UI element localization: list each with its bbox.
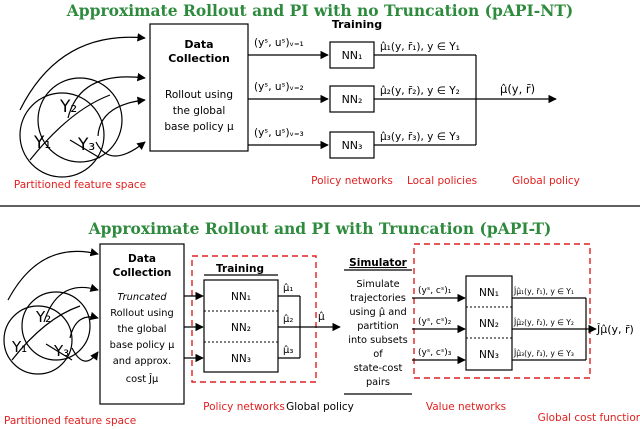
value-network-region	[413, 243, 591, 379]
top-data-collection-box	[149, 23, 249, 152]
simulator-body-2: trajectories	[350, 293, 406, 304]
bottom-training-label: Training	[216, 263, 264, 275]
top-caption-local-policies: Local policies	[407, 175, 477, 187]
value-nn-stack	[465, 275, 513, 371]
bottom-region-y3: Y₃	[53, 342, 69, 360]
bottom-policy-output-2: μ̂₂	[283, 313, 293, 325]
bottom-nn-2: NN₂	[231, 322, 251, 334]
top-training-label: Training	[332, 18, 382, 31]
value-output-3: Ĵμ̂₃(y, r̄₃), y ∈ Y₃	[513, 349, 574, 358]
simulator-heading: Simulator	[349, 257, 407, 269]
value-nn-1: NN₁	[479, 287, 499, 299]
bottom-caption-global-cost: Global cost function	[538, 412, 640, 424]
bottom-nn-3: NN₃	[231, 353, 251, 365]
bottom-title: Approximate Rollout and PI with Truncati…	[88, 219, 552, 238]
top-dc-body-2: the global	[173, 105, 226, 117]
bottom-policy-nn-stack	[203, 279, 279, 373]
bottom-dc-heading-2: Collection	[113, 267, 172, 279]
simulator-body-3: using μ̂ and	[349, 306, 406, 318]
bottom-dc-body-5: and approx.	[113, 356, 171, 367]
top-nn-3-box	[329, 131, 375, 159]
bottom-dc-body-3: the global	[117, 324, 166, 335]
global-cost-expr: Ĵμ̂(y, r̄)	[596, 323, 634, 336]
cost-sample-3: (yˢ, cˢ)₃	[418, 348, 452, 358]
bottom-region-y1: Y₁	[11, 338, 27, 356]
bottom-feature-space: Y₁ Y₂ Y₃	[3, 248, 99, 375]
value-nn-2: NN₂	[479, 318, 499, 330]
bottom-policy-output-3: μ̂₃	[283, 344, 293, 356]
top-dc-heading-1: Data	[184, 38, 213, 51]
top-sample-3: (yˢ, uˢ)ᵥ₌₃	[254, 127, 304, 139]
top-region-y1: Y₁	[33, 133, 51, 153]
top-nn-2-box	[329, 85, 375, 113]
bottom-dc-body-1: Truncated	[117, 292, 167, 303]
simulator-body-4: partition	[357, 321, 399, 332]
top-sample-1: (yˢ, uˢ)ᵥ₌₁	[254, 37, 304, 49]
bottom-caption-policy-networks: Policy networks	[203, 401, 285, 413]
cost-sample-1: (yˢ, cˢ)₁	[418, 286, 452, 296]
top-dc-body-3: base policy μ	[164, 121, 234, 133]
top-global-policy-expr: μ̂(y, r̄)	[500, 82, 535, 96]
bottom-training-region	[191, 255, 317, 383]
top-dc-body-1: Rollout using	[165, 89, 233, 101]
bottom-data-collection-box	[99, 243, 185, 405]
bottom-caption-global-policy: Global policy	[286, 401, 354, 413]
top-feature-space-label: Partitioned feature space	[14, 179, 146, 191]
simulator-body-8: pairs	[366, 377, 390, 388]
top-region-y2: Y₂	[59, 97, 77, 117]
top-local-policy-3: μ̂₃(y, r̄₃), y ∈ Y₃	[380, 131, 460, 143]
bottom-dc-body-2: Rollout using	[110, 308, 173, 319]
top-feature-space: Y₁ Y₂ Y₃	[19, 33, 146, 178]
value-output-1: Ĵμ̂₁(y, r̄₁), y ∈ Y₁	[513, 287, 574, 296]
top-caption-policy-networks: Policy networks	[311, 175, 393, 187]
simulator-body-7: state-cost	[354, 363, 403, 374]
bottom-dc-body-4: base policy μ	[110, 340, 175, 351]
value-output-2: Ĵμ̂₂(y, r̄₂), y ∈ Y₂	[513, 318, 574, 327]
simulator-body-1: Simulate	[356, 279, 399, 290]
top-local-policy-2: μ̂₂(y, r̄₂), y ∈ Y₂	[380, 85, 460, 97]
top-local-policy-1: μ̂₁(y, r̄₁), y ∈ Y₁	[380, 41, 460, 53]
bottom-nn-1: NN₁	[231, 291, 251, 303]
bottom-caption-value-networks: Value networks	[426, 401, 506, 413]
top-caption-global-policy: Global policy	[512, 175, 580, 187]
simulator-body-5: into subsets	[348, 335, 408, 346]
top-dc-heading-2: Collection	[168, 52, 230, 65]
simulator-body-6: of	[373, 349, 383, 360]
bottom-dc-heading-1: Data	[128, 253, 156, 265]
top-region-y3: Y₃	[77, 135, 95, 155]
value-nn-3: NN₃	[479, 349, 499, 361]
bottom-policy-output-1: μ̂₁	[283, 282, 293, 294]
top-title: Approximate Rollout and PI with no Trunc…	[66, 1, 573, 20]
top-sample-2: (yˢ, uˢ)ᵥ₌₂	[254, 81, 304, 93]
bottom-global-policy-symbol: μ̂	[318, 311, 325, 323]
top-nn-1: NN₁	[342, 49, 363, 62]
bottom-dc-body-6: cost Ĵμ	[126, 372, 159, 385]
bottom-feature-space-label: Partitioned feature space	[4, 415, 136, 427]
top-nn-3: NN₃	[342, 139, 363, 152]
cost-sample-2: (yˢ, cˢ)₂	[418, 317, 452, 327]
top-nn-2: NN₂	[342, 93, 363, 106]
